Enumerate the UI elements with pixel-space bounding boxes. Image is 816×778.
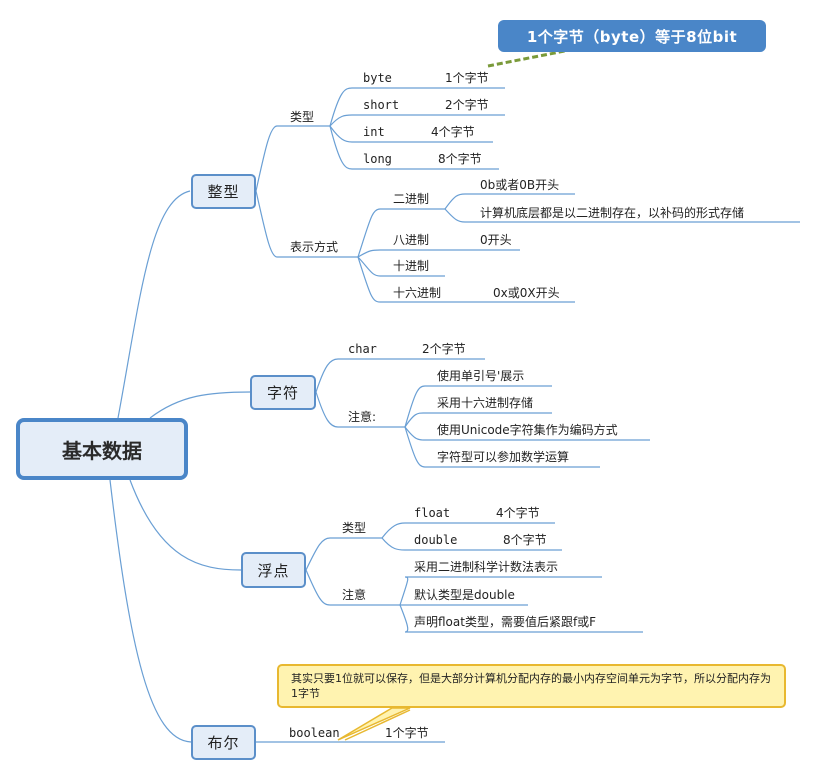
integer-type-size[interactable]: 4个字节 bbox=[431, 125, 475, 139]
char-note[interactable]: 字符型可以参加数学运算 bbox=[437, 450, 570, 464]
integer-type-size[interactable]: 8个字节 bbox=[438, 152, 482, 166]
float-type-size[interactable]: 8个字节 bbox=[503, 533, 547, 547]
boolean-type-size[interactable]: 1个字节 bbox=[385, 726, 429, 740]
byte-bits-callout-text: 1个字节（byte）等于8位bit bbox=[526, 27, 738, 46]
float-notes-label[interactable]: 注意 bbox=[342, 588, 367, 602]
char-notes-label[interactable]: 注意: bbox=[348, 410, 377, 424]
branch-boolean[interactable]: 布尔 bbox=[191, 725, 256, 760]
char-note[interactable]: 使用单引号'展示 bbox=[437, 369, 525, 383]
decimal-label[interactable]: 十进制 bbox=[393, 259, 430, 273]
float-type-name[interactable]: float bbox=[414, 506, 451, 520]
hex-note[interactable]: 0x或0X开头 bbox=[493, 286, 560, 300]
root-label: 基本数据 bbox=[62, 438, 142, 463]
branch-integer[interactable]: 整型 bbox=[191, 174, 256, 209]
integer-type-name[interactable]: int bbox=[363, 125, 385, 139]
char-note[interactable]: 使用Unicode字符集作为编码方式 bbox=[437, 423, 618, 437]
binary-note[interactable]: 0b或者0B开头 bbox=[480, 178, 560, 192]
byte-bits-callout: 1个字节（byte）等于8位bit bbox=[498, 20, 766, 52]
branch-char-label: 字符 bbox=[266, 384, 299, 402]
branch-integer-label: 整型 bbox=[207, 183, 240, 201]
branch-boolean-label: 布尔 bbox=[207, 734, 240, 752]
char-type-name[interactable]: char bbox=[348, 342, 377, 356]
octal-label[interactable]: 八进制 bbox=[393, 233, 430, 247]
boolean-type-name[interactable]: boolean bbox=[289, 726, 340, 740]
boolean-size-callout: 其实只要1位就可以保存，但是大部分计算机分配内存的最小内存空间单元为字节，所以分… bbox=[277, 664, 786, 708]
hex-label[interactable]: 十六进制 bbox=[393, 286, 442, 300]
branch-float[interactable]: 浮点 bbox=[241, 552, 306, 588]
integer-types-label[interactable]: 类型 bbox=[290, 110, 315, 124]
root-node[interactable]: 基本数据 bbox=[16, 418, 188, 480]
integer-representation-label[interactable]: 表示方式 bbox=[290, 240, 339, 254]
integer-type-size[interactable]: 1个字节 bbox=[445, 71, 489, 85]
binary-label[interactable]: 二进制 bbox=[393, 192, 430, 206]
binary-note[interactable]: 计算机底层都是以二进制存在，以补码的形式存储 bbox=[480, 206, 745, 220]
float-type-size[interactable]: 4个字节 bbox=[496, 506, 540, 520]
float-type-name[interactable]: double bbox=[414, 533, 458, 547]
integer-type-name[interactable]: byte bbox=[363, 71, 392, 85]
float-note[interactable]: 默认类型是double bbox=[414, 588, 515, 602]
char-note[interactable]: 采用十六进制存储 bbox=[437, 396, 534, 410]
float-note[interactable]: 采用二进制科学计数法表示 bbox=[414, 560, 559, 574]
branch-char[interactable]: 字符 bbox=[250, 375, 316, 410]
boolean-size-callout-text: 其实只要1位就可以保存，但是大部分计算机分配内存的最小内存空间单元为字节，所以分… bbox=[291, 672, 771, 700]
integer-type-name[interactable]: short bbox=[363, 98, 400, 112]
integer-type-name[interactable]: long bbox=[363, 152, 392, 166]
float-note[interactable]: 声明float类型，需要值后紧跟f或F bbox=[414, 615, 597, 629]
octal-note[interactable]: 0开头 bbox=[480, 233, 512, 247]
integer-type-size[interactable]: 2个字节 bbox=[445, 98, 489, 112]
char-type-size[interactable]: 2个字节 bbox=[422, 342, 466, 356]
float-types-label[interactable]: 类型 bbox=[342, 521, 367, 535]
branch-float-label: 浮点 bbox=[257, 561, 290, 580]
